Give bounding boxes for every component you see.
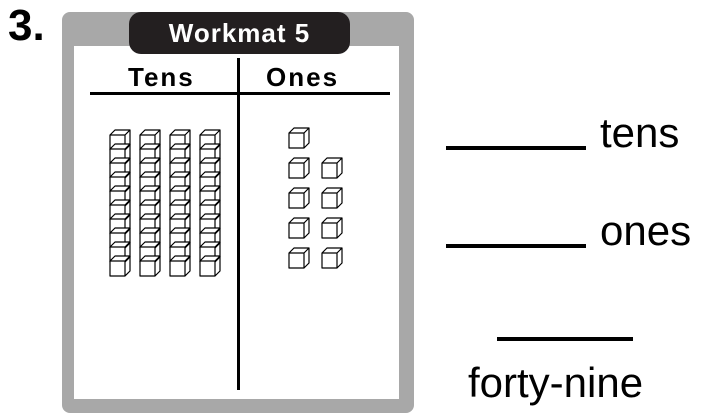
number-word-label: forty-nine — [468, 362, 643, 404]
ones-cube — [322, 248, 342, 268]
tens-rod — [200, 130, 220, 276]
ones-cube — [322, 158, 342, 178]
tens-rod — [140, 130, 160, 276]
tens-rod — [110, 130, 130, 276]
ones-cube — [289, 128, 309, 148]
tens-answer-line[interactable] — [446, 146, 586, 150]
tens-answer-label: tens — [600, 112, 679, 154]
ones-answer-line[interactable] — [446, 244, 586, 248]
ones-cube — [289, 248, 309, 268]
ones-cube — [289, 158, 309, 178]
ones-cube — [322, 188, 342, 208]
ones-cube — [322, 218, 342, 238]
ones-cube — [289, 218, 309, 238]
ones-answer-label: ones — [600, 210, 691, 252]
tens-rod — [170, 130, 190, 276]
number-answer-line[interactable] — [497, 337, 633, 341]
ones-cube — [289, 188, 309, 208]
